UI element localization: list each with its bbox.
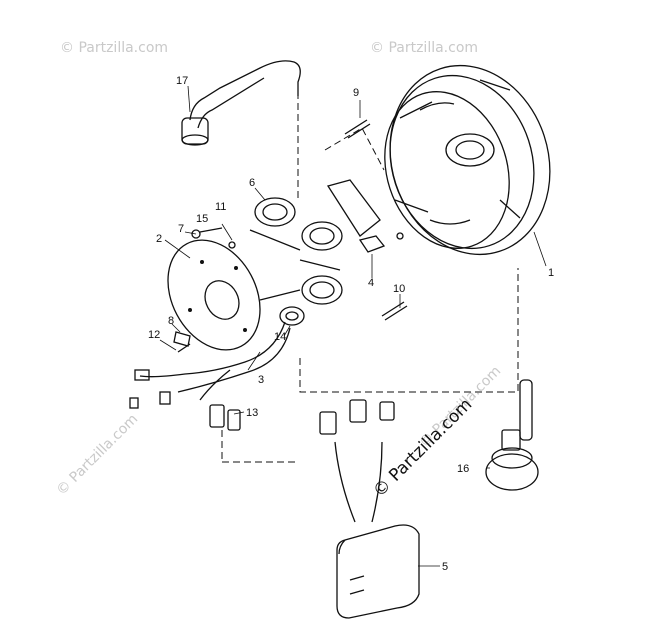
part-label-5: 5	[442, 561, 448, 573]
part-label-15: 15	[196, 213, 208, 225]
part-labels: 1 2 3 4 5 6 7 8 9 10 11 12 13 14 15 16 1…	[148, 75, 554, 573]
part-label-16: 16	[457, 463, 469, 475]
part-label-14: 14	[274, 331, 286, 343]
flywheel-part	[384, 64, 551, 256]
pulser-coil-part	[326, 179, 404, 253]
part-label-11: 11	[215, 201, 226, 213]
watermark-top-right: © Partzilla.com	[370, 40, 478, 56]
stator-coils-part	[249, 197, 343, 305]
part-label-1: 1	[548, 267, 554, 279]
part-label-4: 4	[368, 277, 374, 289]
cdi-unit-part	[319, 399, 420, 619]
part-label-12: 12	[148, 329, 160, 341]
part-label-17: 17	[176, 75, 188, 87]
watermark-left-bottom: © Partzilla.com	[54, 411, 142, 499]
part-label-13: 13	[246, 407, 258, 419]
spark-plug-cap-part	[181, 60, 301, 146]
part-label-10: 10	[393, 283, 405, 295]
stator-plate-part	[167, 239, 261, 351]
connector-part	[209, 404, 241, 431]
part-label-3: 3	[258, 374, 264, 386]
leader-lines	[159, 85, 547, 567]
watermark-top-left: © Partzilla.com	[60, 40, 168, 56]
part-label-8: 8	[168, 315, 174, 327]
grommet-part	[279, 306, 305, 326]
dashed-reference-lines	[221, 92, 519, 463]
part-label-2: 2	[156, 233, 162, 245]
watermark-center-large: © Partzilla.com	[369, 395, 476, 502]
wire-harness-part	[129, 321, 291, 409]
ignition-coil-part	[485, 379, 539, 491]
part-label-7: 7	[178, 223, 184, 235]
fasteners-part	[173, 119, 408, 353]
part-label-6: 6	[249, 177, 255, 189]
part-label-9: 9	[353, 87, 359, 99]
